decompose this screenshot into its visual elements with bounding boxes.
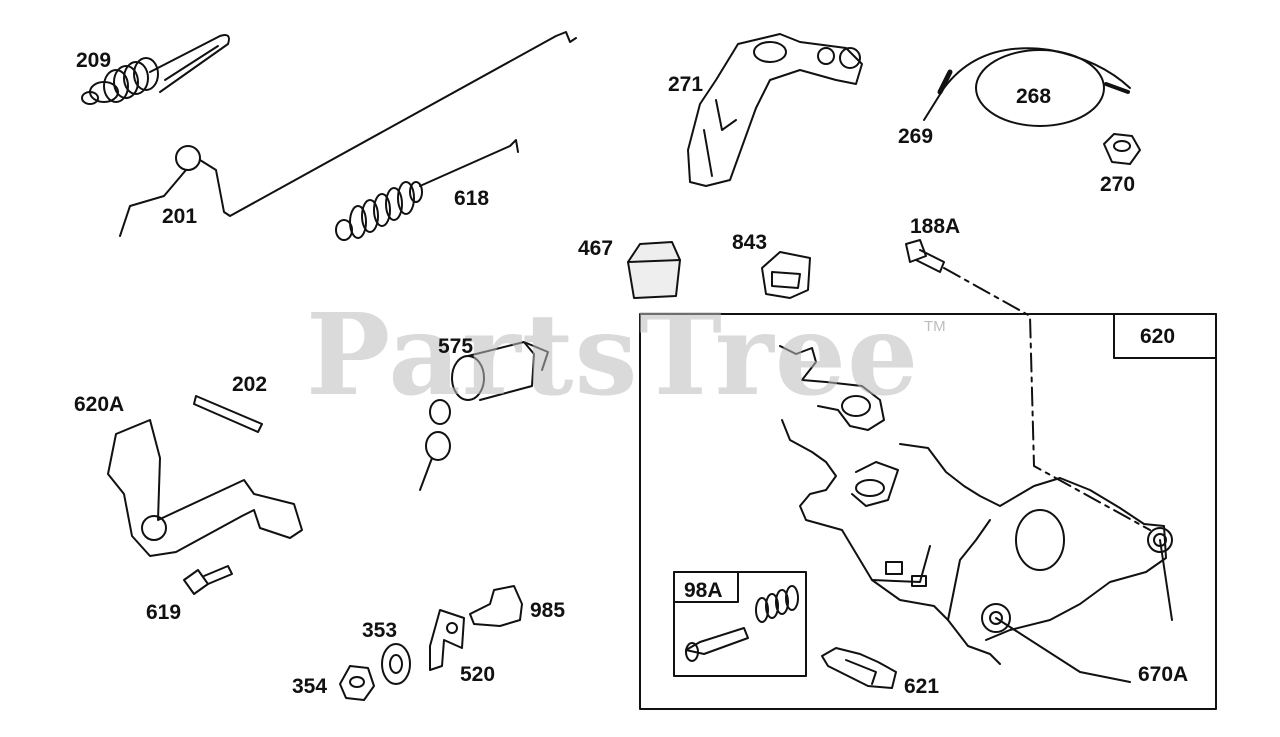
part-575-drawing — [419, 341, 549, 491]
label-620: 620 — [1140, 325, 1176, 348]
part-268-drawing — [923, 47, 1131, 127]
label-188a: 188A — [910, 215, 961, 238]
label-271: 271 — [668, 73, 704, 96]
part-467-drawing — [627, 241, 681, 299]
part-353-drawing — [381, 643, 411, 685]
label-985: 985 — [530, 599, 566, 622]
watermark-logo: PartsTree — [306, 290, 920, 421]
part-620-drawing — [779, 345, 1173, 683]
label-520: 520 — [460, 663, 496, 686]
label-619: 619 — [146, 601, 182, 624]
part-985-drawing — [469, 585, 523, 627]
label-467: 467 — [578, 237, 614, 260]
assembly-620-box — [639, 313, 1217, 710]
part-619-drawing — [183, 565, 233, 595]
label-843: 843 — [732, 231, 768, 254]
label-268: 268 — [1016, 85, 1052, 108]
part-201-drawing — [119, 31, 577, 237]
label-618: 618 — [454, 187, 490, 210]
part-843-drawing — [761, 251, 811, 299]
label-98a: 98A — [684, 579, 723, 602]
part-270-drawing — [1103, 133, 1141, 165]
part-188a-drawing — [905, 239, 1151, 531]
part-209-drawing — [81, 34, 230, 105]
label-621: 621 — [904, 675, 940, 698]
label-354: 354 — [292, 675, 328, 698]
label-620a: 620A — [74, 393, 125, 416]
part-202-drawing — [193, 395, 263, 433]
label-575: 575 — [438, 335, 474, 358]
part-621-drawing — [821, 647, 897, 689]
label-209: 209 — [76, 49, 112, 72]
watermark-trademark: TM — [924, 318, 946, 335]
label-201: 201 — [162, 205, 198, 228]
part-520-drawing — [429, 609, 465, 671]
label-202: 202 — [232, 373, 268, 396]
part-354-drawing — [339, 665, 375, 701]
part-620a-drawing — [107, 419, 303, 557]
label-353: 353 — [362, 619, 398, 642]
part-618-drawing — [335, 139, 519, 241]
part-271-drawing — [687, 33, 863, 187]
label-269: 269 — [898, 125, 934, 148]
part-98a-box — [673, 571, 807, 677]
part-98a-drawing — [685, 585, 799, 662]
label-270: 270 — [1100, 173, 1136, 196]
label-670a: 670A — [1138, 663, 1189, 686]
